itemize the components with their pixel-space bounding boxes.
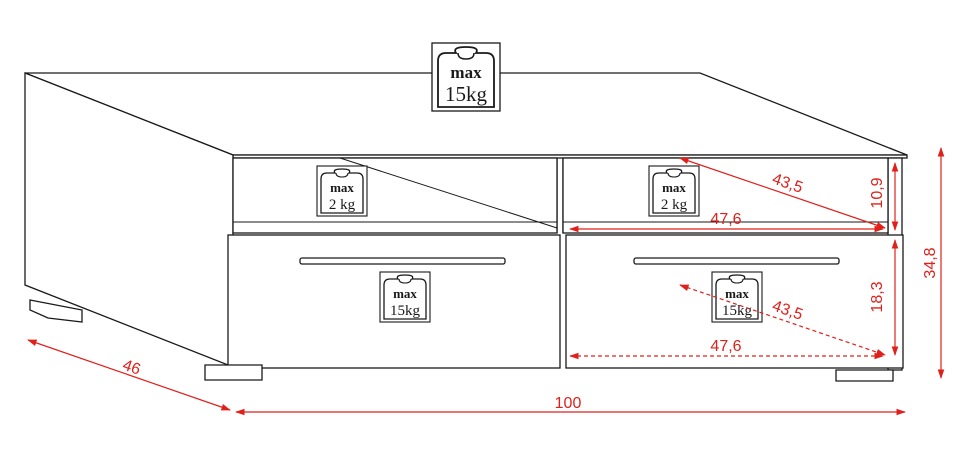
left-drawer-handle — [299, 257, 506, 265]
weight-icon — [437, 46, 495, 108]
weight-label-line1: max — [662, 180, 686, 195]
label-total-height: 34,8 — [922, 247, 939, 278]
label-shelf-height: 10,9 — [869, 177, 886, 208]
dim-line-shelf-depth — [679, 157, 886, 229]
label-drawer-width: 47,6 — [710, 338, 741, 355]
weight-label-line1: max — [725, 286, 749, 301]
weight-badge-shelf-left: max 2 kg — [316, 165, 368, 217]
weight-label-line2: 15kg — [722, 303, 753, 319]
weight-badge-shelf-right: max 2 kg — [648, 165, 700, 217]
weight-badge-drawer-right: max 15kg — [711, 271, 763, 323]
weight-label-line2: 15kg — [445, 82, 488, 106]
label-drawer-height: 18,3 — [869, 281, 886, 312]
weight-label-line2: 2 kg — [661, 197, 688, 213]
dim-line-drawer-depth — [679, 284, 886, 356]
weight-label-line1: max — [450, 63, 482, 82]
label-depth: 46 — [120, 357, 142, 379]
weight-icon — [320, 168, 364, 214]
label-shelf-width: 47,6 — [710, 211, 741, 228]
weight-icon — [383, 274, 427, 320]
weight-label-line1: max — [393, 286, 417, 301]
weight-label-line1: max — [330, 180, 354, 195]
weight-icon — [715, 274, 759, 320]
weight-label-line2: 15kg — [390, 303, 421, 319]
weight-badge-drawer-left: max 15kg — [379, 271, 431, 323]
dimension-lines — [27, 147, 945, 416]
dim-line-depth — [27, 339, 231, 411]
front-left-foot — [204, 364, 263, 381]
cabinet-outline — [24, 72, 908, 382]
left-open-shelf — [232, 157, 558, 234]
back-left-foot — [29, 299, 83, 323]
weight-badge-top: max 15kg — [431, 42, 501, 112]
weight-label-line2: 2 kg — [329, 197, 356, 213]
front-right-foot — [835, 369, 894, 382]
right-drawer-handle — [633, 257, 840, 265]
label-total-width: 100 — [555, 395, 582, 412]
